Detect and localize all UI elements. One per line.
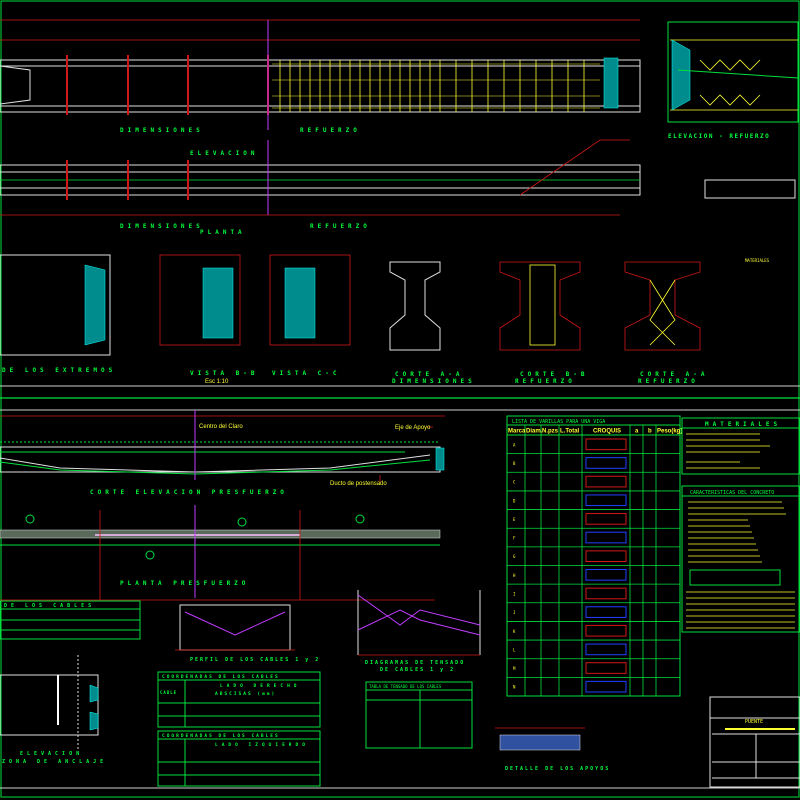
coord-table-right — [157, 671, 321, 728]
label-lado-derecho: LADO DERECHO — [220, 683, 301, 689]
rebar-sketch — [585, 624, 627, 637]
tensioning-diagram — [357, 590, 481, 656]
title-refuerzo: REFUERZO — [300, 127, 361, 134]
title-elevacion-refuerzo: ELEVACION - REFUERZO — [668, 133, 770, 140]
rebar-sketch — [585, 643, 627, 656]
rebar-sketch — [585, 680, 627, 693]
rebar-sketch — [585, 513, 627, 525]
anchorage-elevation — [0, 655, 99, 750]
title-refuerzo-2: REFUERZO — [310, 223, 371, 230]
title-apoyos: DETALLE DE LOS APOYOS — [505, 766, 610, 772]
rebar-mark: F — [513, 536, 516, 541]
rebar-sketch — [585, 438, 627, 451]
header-peso: Peso(kg) — [657, 429, 682, 435]
header-a: a — [635, 429, 639, 435]
title-diagramas: DIAGRAMAS DE TENSADO — [365, 660, 465, 666]
rebar-mark: N — [513, 685, 516, 690]
scale-label: Esc 1:10 — [205, 379, 229, 385]
title-tensado: TABLA DE TENSADO DE LOS CABLES — [369, 684, 442, 689]
header-marca: Marca — [508, 429, 526, 435]
label-ducto: Ducto de postensado — [330, 481, 387, 487]
prestressed-elevation — [0, 410, 445, 482]
title-refuerzo-4: REFUERZO — [638, 378, 699, 385]
title-elevacion: ELEVACION — [190, 150, 259, 157]
title-lista-varillas: LISTA DE VARILLAS PARA UNA VIGA — [512, 419, 605, 425]
rebar-mark: B — [513, 461, 516, 466]
header-npzs: N.pzs — [542, 429, 559, 435]
title-corte-a-dim: CORTE A-A — [395, 371, 464, 378]
title-corte-a-ref: CORTE A-A — [640, 371, 709, 378]
rebar-mark: A — [513, 442, 516, 447]
cross-sections — [0, 254, 701, 356]
label-eje-apoyo: Eje de Apoyo — [395, 425, 431, 431]
title-dimensiones-2: DIMENSIONES — [120, 223, 204, 230]
rebar-mark: H — [513, 573, 516, 578]
notes-heading: MATERIALES — [745, 258, 770, 263]
title-coord-right: COORDENADAS DE LOS CABLES — [162, 674, 280, 680]
header-diam: Diam. — [526, 429, 543, 435]
rebar-mark: M — [513, 666, 516, 671]
header-b: b — [648, 429, 652, 435]
title-dimensiones-3: DIMENSIONES — [392, 378, 476, 385]
title-planta-presfuerzo: PLANTA PRESFUERZO — [120, 580, 249, 587]
rebar-mark: G — [513, 554, 516, 559]
header-croquis: CROQUIS — [593, 429, 621, 435]
rebar-mark: C — [513, 480, 516, 485]
title-extremos: DE LOS EXTREMOS — [2, 367, 116, 374]
title-block-project: PUENTE — [745, 719, 763, 725]
coord-table-left — [157, 730, 321, 787]
title-dimensiones: DIMENSIONES — [120, 127, 204, 134]
title-corte-elevacion: CORTE ELEVACION PRESFUERZO — [90, 489, 288, 496]
rebar-table: A B C D E F G H I J K L M N — [506, 415, 681, 697]
rebar-sketch — [585, 457, 627, 469]
rebar-sketch — [585, 494, 627, 507]
title-cables: DE LOS CABLES — [4, 603, 95, 609]
title-block — [709, 696, 800, 788]
rebar-sketch — [585, 606, 627, 618]
title-concreto: CARACTERISTICAS DEL CONCRETO — [690, 490, 774, 496]
label-abscisas: ABSCISAS (mm) — [215, 691, 276, 697]
title-materiales: MATERIALES — [705, 421, 781, 428]
title-corte-b: CORTE B-B — [520, 371, 589, 378]
title-vista-c: VISTA C-C — [272, 370, 341, 377]
rebar-mark: D — [513, 498, 516, 503]
bearing-detail — [495, 727, 585, 751]
title-refuerzo-3: REFUERZO — [515, 378, 576, 385]
materials-box — [681, 417, 800, 633]
rebar-mark: K — [513, 629, 516, 634]
rebar-sketch — [585, 662, 627, 674]
rebar-sketch — [585, 587, 627, 600]
title-coord-left: COORDENADAS DE LOS CABLES — [162, 733, 280, 739]
cables-table — [0, 600, 141, 640]
header-ltotal: L.Total — [560, 429, 580, 435]
rebar-sketch — [585, 531, 627, 544]
rebar-sketch — [585, 475, 627, 488]
rebar-mark: E — [513, 517, 516, 522]
title-planta: PLANTA — [200, 229, 246, 236]
title-vista-b: VISTA B-B — [190, 370, 259, 377]
cable-profile — [175, 604, 295, 651]
title-perfil-cables: PERFIL DE LOS CABLES 1 y 2 — [190, 657, 320, 663]
rebar-mark: J — [513, 610, 515, 615]
end-reinforcement-elevation — [667, 21, 799, 123]
title-anclaje: ZONA DE ANCLAJE — [2, 759, 107, 765]
beam-elevation-top — [0, 19, 641, 130]
rebar-mark: L — [513, 647, 516, 652]
tensioning-table — [365, 681, 473, 749]
label-lado-izquierdo: LADO IZQUIERDO — [215, 742, 309, 748]
beam-plan — [0, 139, 796, 216]
title-diagramas-2: DE CABLES 1 y 2 — [380, 667, 455, 673]
title-elevacion-anclaje: ELEVACION — [20, 751, 83, 757]
rebar-sketch — [585, 569, 627, 581]
prestressed-plan — [0, 505, 441, 601]
label-cable: CABLE — [160, 690, 177, 695]
label-centro-claro: Centro del Claro — [199, 424, 243, 430]
rebar-sketch — [585, 550, 627, 562]
rebar-mark: I — [513, 591, 516, 596]
